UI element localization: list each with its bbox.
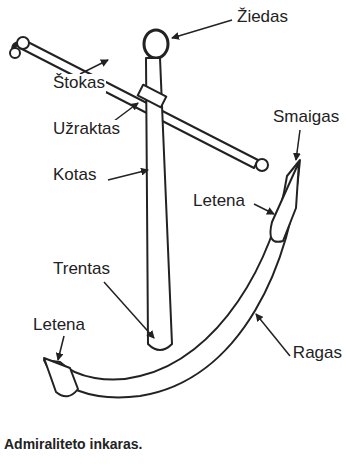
right-fluke (270, 162, 299, 242)
label-fluke: Letena (192, 192, 246, 211)
label-fluke: Letena (32, 316, 86, 335)
label-shank: Kotas (52, 166, 97, 185)
left-fluke (44, 358, 78, 396)
anchor-arms (44, 160, 300, 397)
label-stock: Štokas (52, 74, 106, 93)
stock-lock (138, 85, 167, 107)
label-ring: Žiedas (236, 8, 289, 27)
label-crown: Trentas (52, 260, 111, 279)
label-lock: Užraktas (52, 120, 121, 139)
figure-caption: Admiraliteto inkaras. (4, 436, 143, 452)
leader-lines (58, 20, 300, 360)
ring (144, 30, 168, 58)
stock-bar (20, 40, 258, 168)
label-arm: Ragas (292, 344, 343, 363)
label-bill: Smaigas (272, 108, 340, 127)
